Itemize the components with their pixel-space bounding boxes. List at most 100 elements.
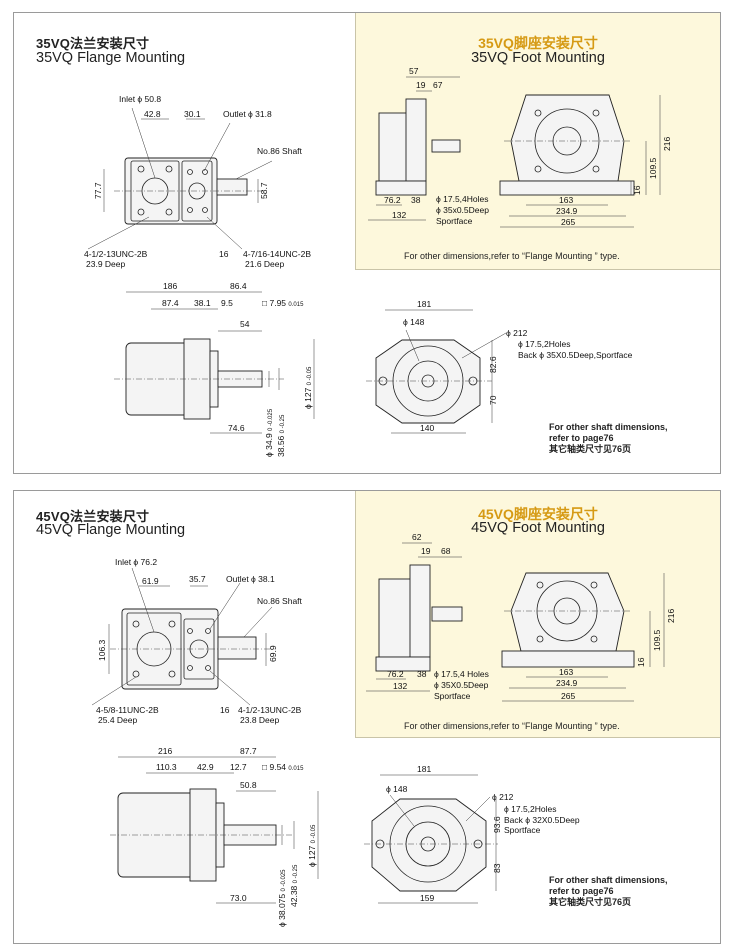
- dim-181: 181: [417, 764, 431, 774]
- foot-title-en: 35VQ Foot Mounting: [471, 50, 605, 66]
- foot-note: For other dimensions,refer to “Flange Mo…: [404, 721, 620, 731]
- dim-265: 265: [561, 217, 575, 227]
- other-shaft-line-2: refer to page76: [549, 886, 614, 896]
- dim-34-9: ϕ 34.9 0 -0.025: [264, 408, 274, 457]
- dim-216: 216: [158, 746, 172, 756]
- other-shaft-line-1: For other shaft dimensions,: [549, 875, 668, 885]
- other-shaft-line-3: 其它轴类尺寸见76页: [549, 444, 632, 454]
- dim-109-5: 109.5: [648, 157, 658, 179]
- dim-234-9: 234.9: [556, 678, 578, 688]
- foot-note: For other dimensions,refer to “Flange Mo…: [404, 251, 620, 261]
- back-spotface: Back ϕ 35X0.5Deep,Sportface: [518, 350, 633, 360]
- dim-54: 54: [240, 319, 250, 329]
- dim-127: ϕ 127 0 -0.05: [307, 824, 317, 867]
- side-view: 216 87.7 110.3 42.9 12.7 □ 9.54 0.015 50…: [110, 746, 319, 927]
- outlet-label: Outlet ϕ 38.1: [226, 574, 275, 584]
- flange-title-cn: 35VQ法兰安装尺寸: [36, 36, 150, 51]
- dim-19: 19: [416, 80, 426, 90]
- dim-127-tol: 0 -0.05: [307, 366, 313, 385]
- inlet-label: Inlet ϕ 76.2: [115, 557, 157, 567]
- other-shaft-line-1: For other shaft dimensions,: [549, 422, 668, 432]
- spotface-2: Sportface: [434, 691, 471, 701]
- thread-inlet: 4-5/8-11UNC-2B: [96, 705, 159, 715]
- thread-inlet-depth: 25.4 Deep: [98, 715, 137, 725]
- dim-34-9-tol: 0 -0.025: [268, 408, 274, 431]
- dim-62: 62: [412, 532, 422, 542]
- dim-109-5: 109.5: [652, 629, 662, 651]
- dim-106-3: 106.3: [97, 639, 107, 661]
- holes-2: ϕ 17.5,2Holes: [504, 804, 557, 814]
- dim-216: 216: [662, 137, 672, 151]
- dim-38: 38: [417, 669, 427, 679]
- other-shaft-line-3: 其它轴类尺寸见76页: [549, 897, 632, 907]
- foot-front-view: 163 234.9 265 216 109.5 16 ϕ 17.5,4 Hole…: [434, 572, 676, 702]
- dim-69-9: 69.9: [268, 645, 278, 662]
- inlet-label: Inlet ϕ 50.8: [119, 94, 161, 104]
- thread-inlet: 4-1/2-13UNC-2B: [84, 249, 148, 259]
- dim-76-2: 76.2: [384, 195, 401, 205]
- dim-77-7: 77.7: [93, 182, 103, 199]
- foot-front-view: 163 234.9 265 216 109.5 16 ϕ 17.5,4Holes…: [436, 94, 672, 228]
- key-square: □ 9.54 0.015: [262, 762, 304, 772]
- thread-outlet: 4-1/2-13UNC-2B: [238, 705, 302, 715]
- foot-side-view: 62 19 68 76.2 38 132: [366, 532, 463, 692]
- dim-42-9: 42.9: [197, 762, 214, 772]
- dim-38-1: 38.1: [194, 298, 211, 308]
- dim-42-8: 42.8: [144, 109, 161, 119]
- shaft-label: No.86 Shaft: [257, 596, 303, 606]
- thread-inlet-depth: 23.9 Deep: [86, 259, 125, 269]
- dim-265: 265: [561, 691, 575, 701]
- flange-top-view: Inlet ϕ 50.8 Outlet ϕ 31.8 42.8 30.1 No.…: [84, 94, 311, 269]
- flange-title-cn: 45VQ法兰安装尺寸: [36, 509, 150, 524]
- spotface-1: ϕ 35X0.5Deep: [434, 680, 489, 690]
- dim-110-3: 110.3: [156, 762, 177, 772]
- dim-148: ϕ 148: [386, 784, 408, 794]
- panel-35vq: 35VQ脚座安装尺寸 35VQ Foot Mounting For other …: [13, 12, 721, 474]
- dim-163: 163: [559, 667, 573, 677]
- dim-216: 216: [666, 609, 676, 623]
- dim-38-56: 38.56 0 -0.25: [276, 414, 286, 457]
- key-square-value: □ 9.54: [262, 762, 288, 772]
- shaft-label: No.86 Shaft: [257, 146, 303, 156]
- other-shaft-note: For other shaft dimensions, refer to pag…: [549, 875, 668, 908]
- dim-34-9-value: ϕ 34.9: [264, 431, 274, 457]
- flange-top-view: Inlet ϕ 76.2 Outlet ϕ 38.1 61.9 35.7 No.…: [91, 557, 303, 725]
- dim-73: 73.0: [230, 893, 247, 903]
- thread-outlet: 4-7/16-14UNC-2B: [243, 249, 311, 259]
- dim-159: 159: [420, 893, 434, 903]
- dim-68: 68: [441, 546, 451, 556]
- dim-50-8: 50.8: [240, 780, 257, 790]
- dim-38-56-tol: 0 -0.25: [280, 414, 286, 433]
- drawing-45vq: Inlet ϕ 76.2 Outlet ϕ 38.1 61.9 35.7 No.…: [91, 532, 676, 927]
- spotface-2: Sportface: [436, 216, 473, 226]
- dim-38-56-value: 38.56: [276, 433, 286, 457]
- drawing-35vq: Inlet ϕ 50.8 Outlet ϕ 31.8 42.8 30.1 No.…: [84, 66, 672, 457]
- dim-163: 163: [559, 195, 573, 205]
- dim-35-7: 35.7: [189, 574, 206, 584]
- outlet-label: Outlet ϕ 31.8: [223, 109, 272, 119]
- dim-16: 16: [220, 705, 230, 715]
- dim-74-6: 74.6: [228, 423, 245, 433]
- dim-38-075: ϕ 38.075 0 -0.025: [277, 869, 287, 927]
- dim-42-38-tol: 0 -0.25: [293, 864, 299, 883]
- dim-16-foot: 16: [636, 657, 646, 667]
- key-square-tol: 0.015: [288, 302, 304, 308]
- thread-outlet-depth: 21.6 Deep: [245, 259, 284, 269]
- dim-67: 67: [433, 80, 443, 90]
- back-spotface: Back ϕ 32X0.5Deep: [504, 815, 580, 825]
- holes-4: ϕ 17.5,4 Holes: [434, 669, 489, 679]
- dim-38-075-value: ϕ 38.075: [277, 892, 287, 927]
- dim-93-6: 93.6: [492, 816, 502, 833]
- dim-148: ϕ 148: [403, 317, 425, 327]
- foot-side-view: 57 19 67 76.2 38 132: [368, 66, 461, 221]
- dim-87-7: 87.7: [240, 746, 257, 756]
- dim-181: 181: [417, 299, 431, 309]
- dim-76-2: 76.2: [387, 669, 404, 679]
- key-square-value: □ 7.95: [262, 298, 288, 308]
- dim-57: 57: [409, 66, 419, 76]
- key-square: □ 7.95 0.015: [262, 298, 304, 308]
- side-view: 186 86.4 87.4 38.1 9.5 □ 7.95 0.015 54 7…: [114, 281, 315, 457]
- flange-title-en: 35VQ Flange Mounting: [36, 50, 186, 66]
- foot-title-cn: 35VQ脚座安装尺寸: [478, 35, 598, 51]
- dim-132: 132: [393, 681, 407, 691]
